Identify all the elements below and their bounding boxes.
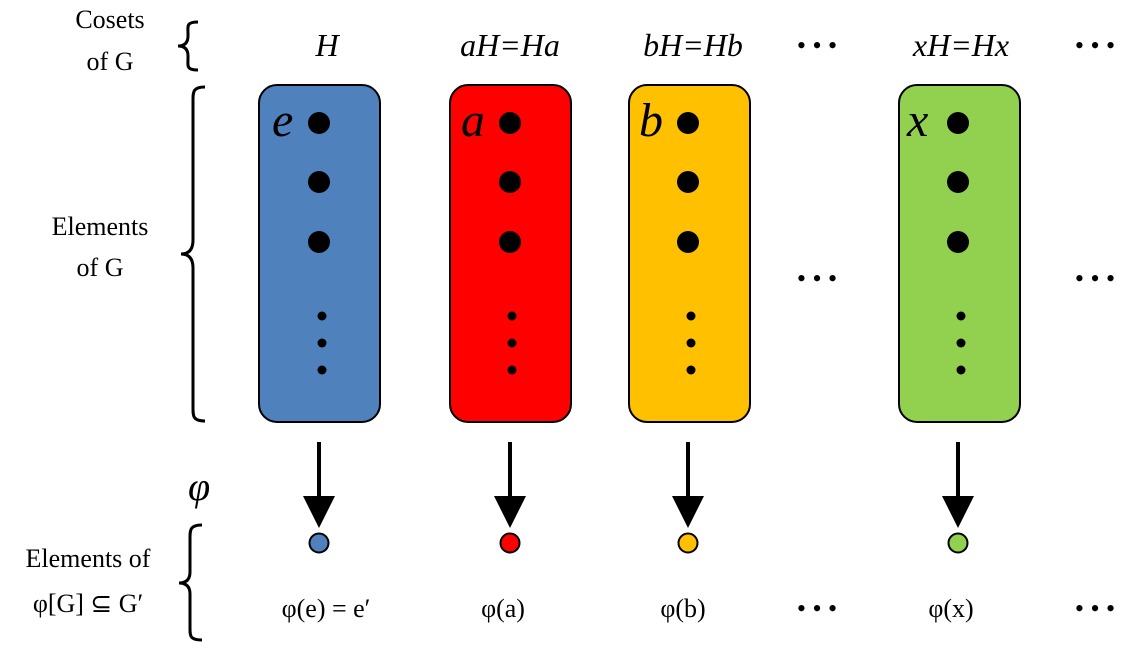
element-dot: [308, 112, 330, 134]
coset-column-h: H e φ(e) = e′: [258, 27, 381, 623]
coset-header-a: aH=Ha: [460, 27, 560, 63]
image-label-line1: Elements of: [26, 544, 151, 573]
vertical-ellipsis-dot: [507, 338, 517, 348]
vertical-ellipsis-dot: [317, 311, 327, 321]
coset-box-b: [628, 84, 751, 423]
element-dot: [677, 112, 699, 134]
ellipsis-elements-right: • • •: [1075, 264, 1115, 293]
coset-box-h: [258, 84, 381, 423]
coset-column-x: xH=Hx x φ(x): [898, 27, 1021, 623]
vertical-ellipsis-dot: [507, 365, 517, 375]
element-dot: [499, 231, 521, 253]
element-dot: [677, 171, 699, 193]
coset-rep-x: x: [906, 94, 928, 147]
ellipsis-elements-middle: • • •: [797, 264, 837, 293]
image-dot-a: [499, 532, 521, 554]
coset-header-b: bH=Hb: [643, 27, 743, 63]
ellipsis-header-middle: • • •: [797, 31, 837, 60]
element-dot: [947, 171, 969, 193]
cosets-label-line2: of G: [87, 47, 134, 76]
element-dot: [677, 231, 699, 253]
ellipsis-image-right: • • •: [1075, 594, 1115, 623]
element-dot: [947, 112, 969, 134]
vertical-ellipsis-dot: [686, 365, 696, 375]
coset-rep-b: b: [639, 94, 663, 147]
elements-label-line2: of G: [77, 253, 124, 282]
phi-symbol: φ: [188, 464, 210, 509]
image-dot-x: [947, 532, 969, 554]
coset-rep-a: a: [461, 94, 485, 147]
vertical-ellipsis-dot: [686, 311, 696, 321]
image-label-a: φ(a): [481, 594, 525, 623]
cosets-label-line1: Cosets: [75, 5, 144, 34]
coset-box-x: [898, 84, 1021, 423]
vertical-ellipsis-dot: [317, 338, 327, 348]
elements-label-line1: Elements: [52, 212, 149, 241]
image-dot-b: [677, 532, 699, 554]
image-label-e: φ(e) = e′: [282, 594, 371, 623]
element-dot: [308, 171, 330, 193]
image-label-x: φ(x): [928, 594, 973, 623]
vertical-ellipsis-dot: [956, 365, 966, 375]
vertical-ellipsis-dot: [956, 311, 966, 321]
ellipsis-header-right: • • •: [1075, 31, 1115, 60]
image-brace: [178, 523, 203, 642]
element-dot: [308, 231, 330, 253]
image-dot-e: [308, 532, 330, 554]
coset-header-x: xH=Hx: [912, 27, 1009, 63]
elements-brace: [180, 85, 206, 423]
coset-header-h: H: [314, 27, 340, 63]
vertical-ellipsis-dot: [686, 338, 696, 348]
coset-box-a: [449, 84, 572, 423]
vertical-ellipsis-dot: [507, 311, 517, 321]
element-dot: [499, 112, 521, 134]
image-label-b: φ(b): [660, 594, 705, 623]
ellipsis-image-middle: • • •: [797, 594, 837, 623]
vertical-ellipsis-dot: [956, 338, 966, 348]
element-dot: [947, 231, 969, 253]
coset-rep-e: e: [272, 94, 293, 147]
cosets-brace: [177, 20, 199, 72]
coset-column-b: bH=Hb b φ(b): [628, 27, 751, 623]
image-label-line2: φ[G] ⊆ G′: [33, 589, 143, 618]
vertical-ellipsis-dot: [317, 365, 327, 375]
element-dot: [499, 171, 521, 193]
coset-column-a: aH=Ha a φ(a): [449, 27, 572, 623]
